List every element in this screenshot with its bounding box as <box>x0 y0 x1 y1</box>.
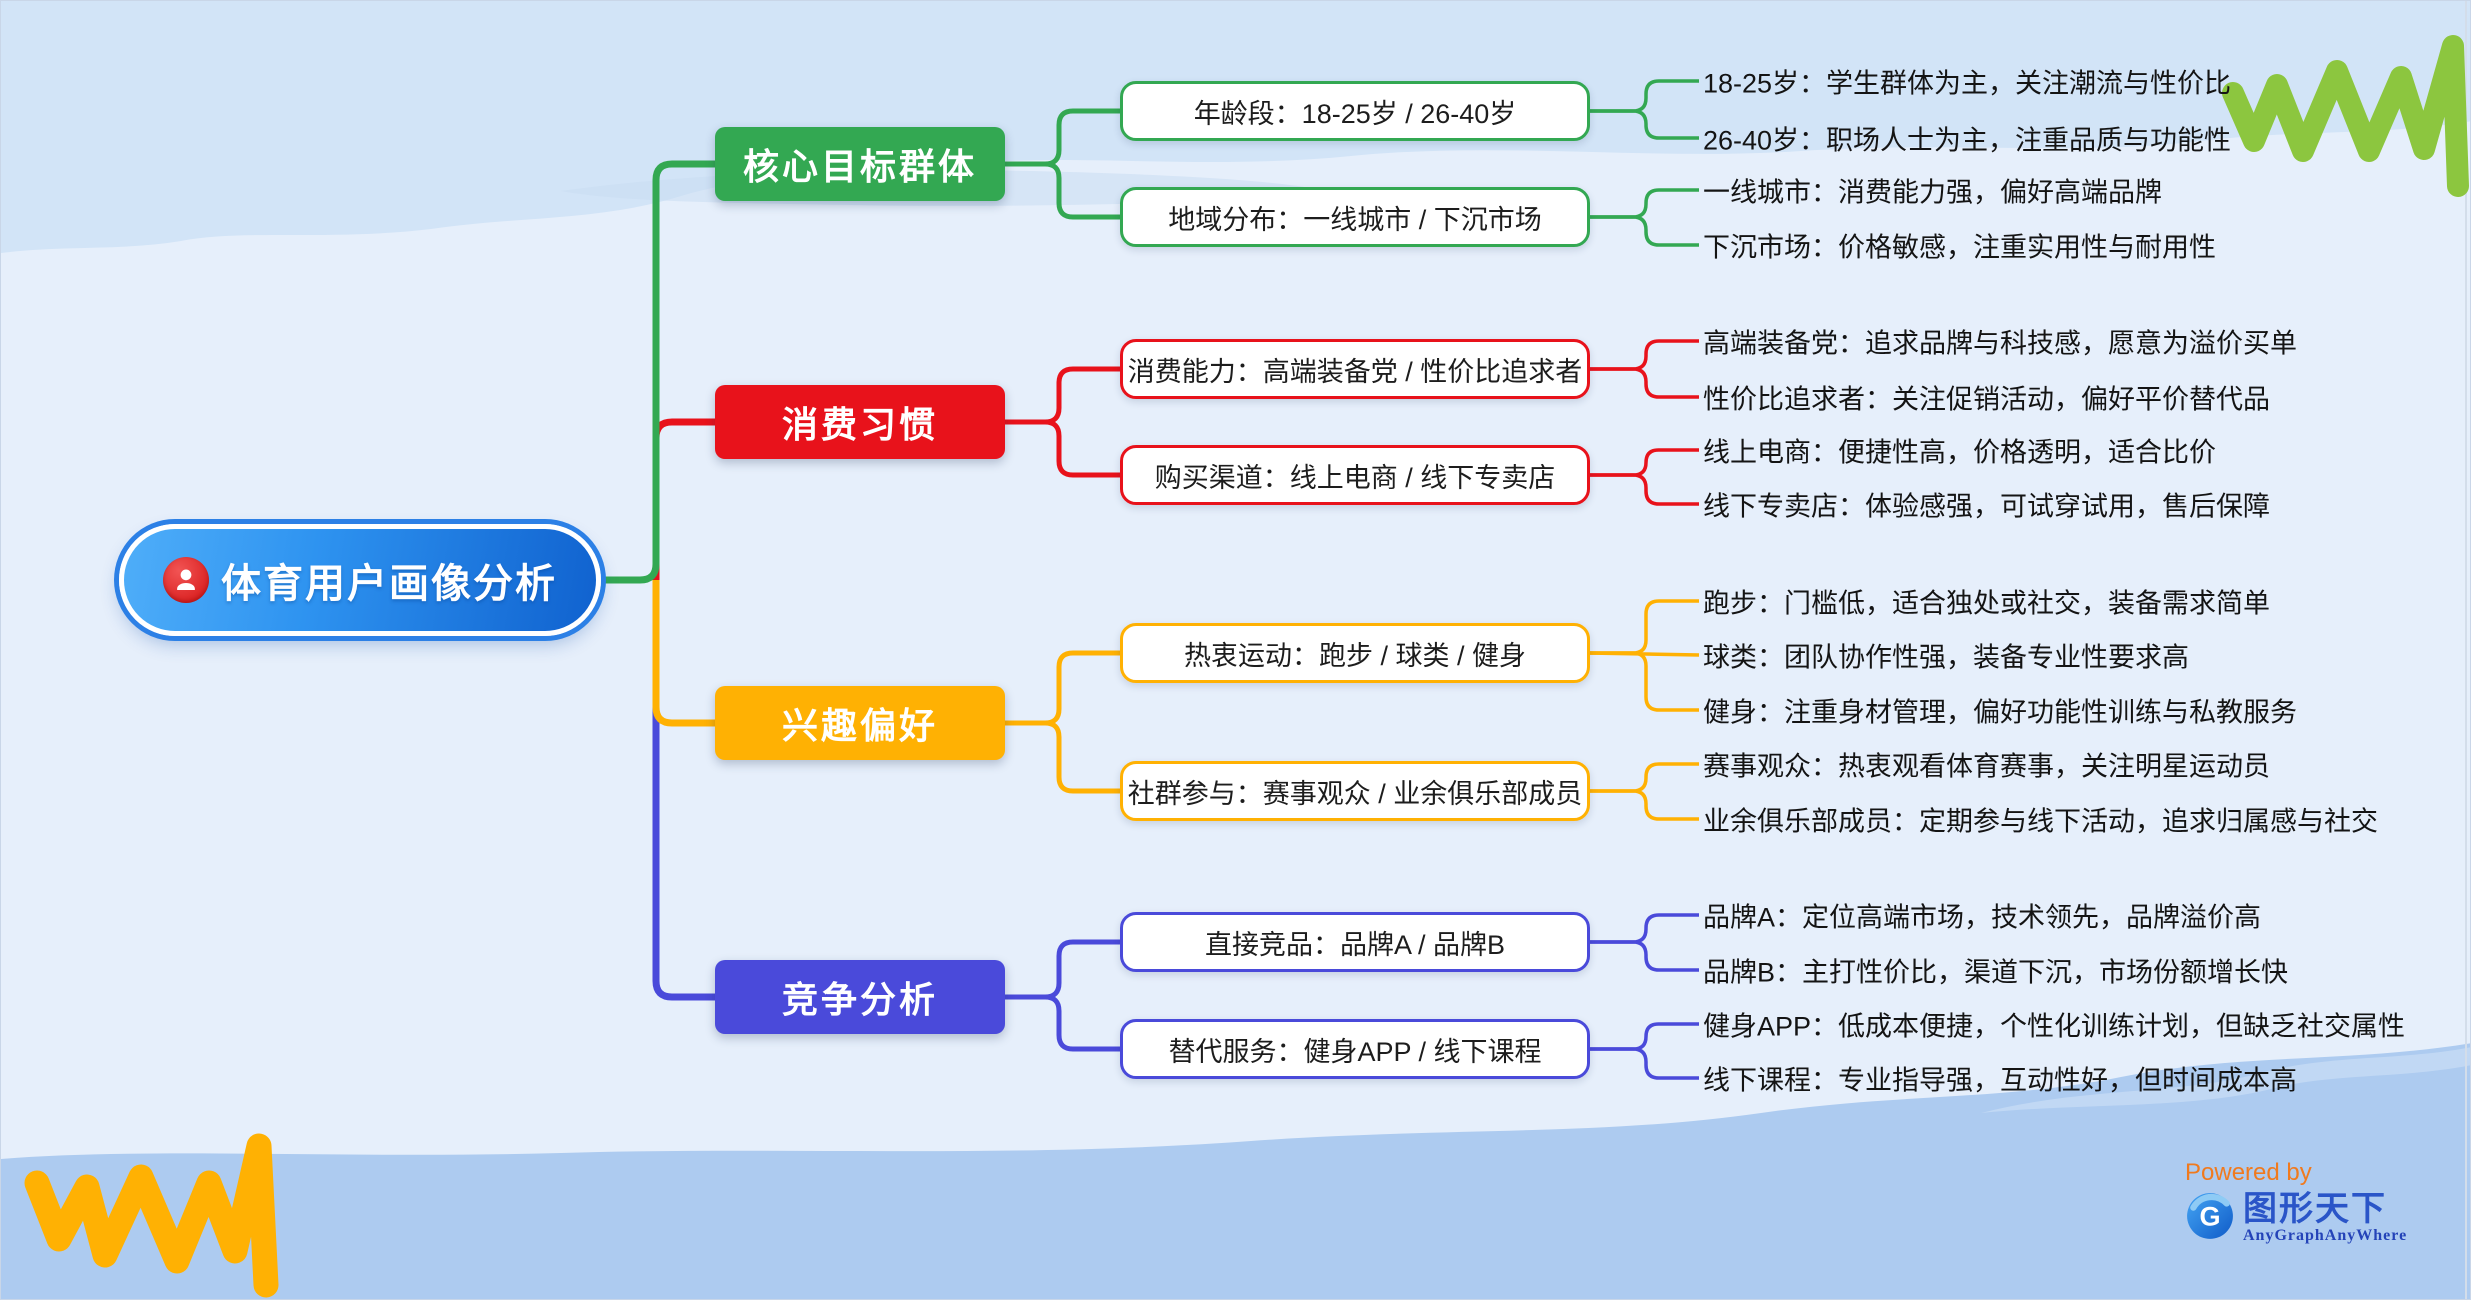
leaf-node-3-1-0[interactable]: 健身APP：低成本便捷，个性化训练计划，但缺乏社交属性 <box>1703 1011 2406 1042</box>
leaf-node-1-0-0[interactable]: 高端装备党：追求品牌与科技感，愿意为溢价买单 <box>1703 328 2297 359</box>
child-node-2-0[interactable]: 热衷运动：跑步 / 球类 / 健身 <box>1120 623 1590 683</box>
user-icon <box>163 557 209 603</box>
green-squiggle-decoration <box>2222 35 2469 197</box>
brand-name: 图形天下 <box>2243 1190 2387 1228</box>
connector-line <box>1588 940 1699 972</box>
child-node-0-1[interactable]: 地域分布：一线城市 / 下沉市场 <box>1120 187 1590 247</box>
leaf-node-2-1-1[interactable]: 业余俱乐部成员：定期参与线下活动，追求归属感与社交 <box>1703 806 2378 837</box>
leaf-node-0-1-0[interactable]: 一线城市：消费能力强，偏好高端品牌 <box>1703 177 2162 208</box>
connector-line <box>1588 651 1699 712</box>
connector-line <box>1588 367 1699 399</box>
leaf-node-1-1-1[interactable]: 线下专卖店：体验感强，可试穿试用，售后保障 <box>1703 491 2270 522</box>
root-node[interactable]: 体育用户画像分析 <box>119 524 601 636</box>
connector-line <box>652 580 719 1001</box>
leaf-node-0-0-0[interactable]: 18-25岁：学生群体为主，关注潮流与性价比 <box>1703 68 2232 99</box>
child-node-2-1[interactable]: 社群参与：赛事观众 / 业余俱乐部成员 <box>1120 761 1590 821</box>
branch-node-1[interactable]: 消费习惯 <box>715 385 1005 459</box>
connector-line <box>605 160 719 584</box>
bottom-wave-band <box>1 1043 2470 1299</box>
child-node-0-0[interactable]: 年龄段：18-25岁 / 26-40岁 <box>1120 81 1590 141</box>
svg-text:G: G <box>2199 1200 2220 1231</box>
root-label: 体育用户画像分析 <box>221 562 557 606</box>
connector-line <box>1003 161 1122 220</box>
connector-line <box>1588 1047 1699 1080</box>
orange-squiggle-decoration <box>24 1133 279 1298</box>
child-node-3-1[interactable]: 替代服务：健身APP / 线下课程 <box>1120 1019 1590 1079</box>
connector-line <box>1003 994 1122 1052</box>
bottom-wave-highlight <box>1981 1047 2470 1113</box>
leaf-node-0-0-1[interactable]: 26-40岁：职场人士为主，注重品质与功能性 <box>1703 125 2232 156</box>
connector-line <box>1588 473 1699 506</box>
powered-by-label: Powered by <box>2185 1159 2312 1186</box>
connector-line <box>1588 215 1699 247</box>
branch-node-0[interactable]: 核心目标群体 <box>715 127 1005 201</box>
leaf-node-2-0-0[interactable]: 跑步：门槛低，适合独处或社交，装备需求简单 <box>1703 588 2270 619</box>
leaf-node-0-1-1[interactable]: 下沉市场：价格敏感，注重实用性与耐用性 <box>1703 232 2216 263</box>
leaf-node-2-1-0[interactable]: 赛事观众：热衷观看体育赛事，关注明星运动员 <box>1703 751 2270 782</box>
leaf-node-1-1-0[interactable]: 线上电商：便捷性高，价格透明，适合比价 <box>1703 437 2216 468</box>
branch-node-3[interactable]: 竞争分析 <box>715 960 1005 1034</box>
watermark: Powered by G 图形天下 AnyGraphAnyWhere <box>2185 1159 2407 1246</box>
child-node-3-0[interactable]: 直接竞品：品牌A / 品牌B <box>1120 912 1590 972</box>
leaf-node-2-0-1[interactable]: 球类：团队协作性强，装备专业性要求高 <box>1703 642 2189 673</box>
brand-logo-icon: G <box>2185 1191 2235 1246</box>
leaf-node-3-1-1[interactable]: 线下课程：专业指导强，互动性好，但时间成本高 <box>1703 1065 2297 1096</box>
connector-line <box>1003 720 1122 794</box>
branch-node-2[interactable]: 兴趣偏好 <box>715 686 1005 760</box>
child-node-1-0[interactable]: 消费能力：高端装备党 / 性价比追求者 <box>1120 339 1590 399</box>
connector-line <box>1588 789 1699 821</box>
child-node-1-1[interactable]: 购买渠道：线上电商 / 线下专卖店 <box>1120 445 1590 505</box>
leaf-node-1-0-1[interactable]: 性价比追求者：关注促销活动，偏好平价替代品 <box>1703 384 2270 415</box>
leaf-node-3-0-1[interactable]: 品牌B：主打性价比，渠道下沉，市场份额增长快 <box>1703 957 2289 988</box>
connector-line <box>1588 109 1699 140</box>
leaf-node-2-0-2[interactable]: 健身：注重身材管理，偏好功能性训练与私教服务 <box>1703 697 2297 728</box>
right-edge-line <box>2465 1 2467 1299</box>
leaf-node-3-0-0[interactable]: 品牌A：定位高端市场，技术领先，品牌溢价高 <box>1703 902 2262 933</box>
connector-line <box>1003 419 1122 478</box>
connector-line <box>652 580 719 727</box>
brand-subtitle: AnyGraphAnyWhere <box>2243 1227 2408 1244</box>
